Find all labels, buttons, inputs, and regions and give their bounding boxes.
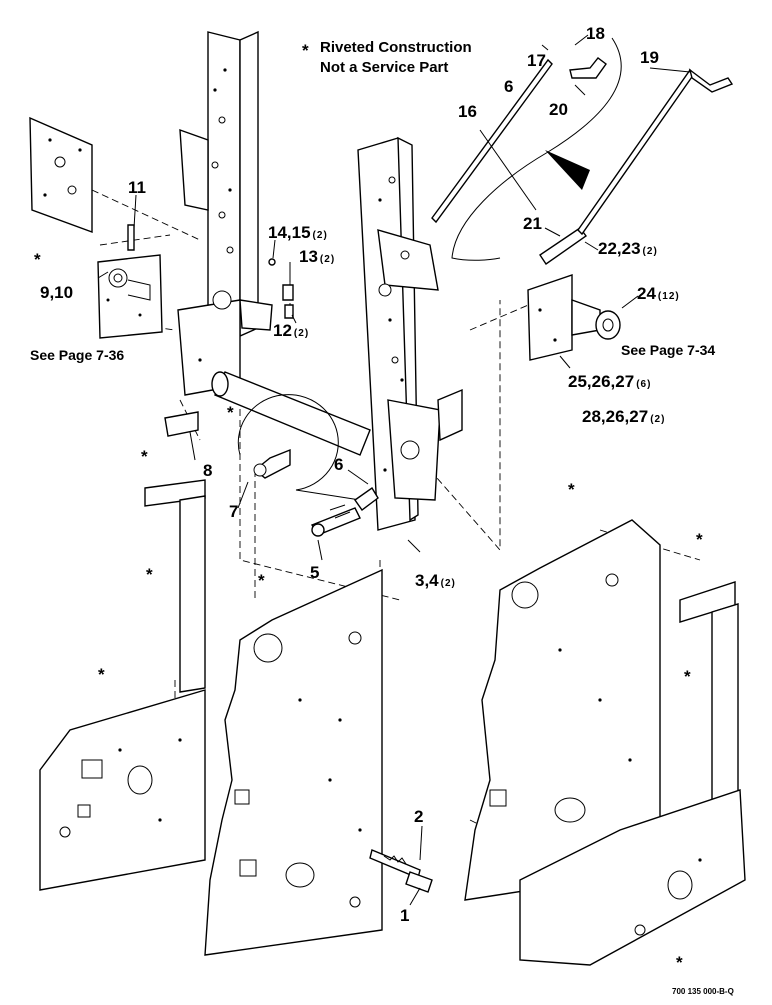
left-side-panels	[39, 479, 206, 891]
callout-labels: 1 2 3,4(2) 5 6 6 7 8 9,10 11 12(2) 13(2)…	[40, 24, 680, 925]
bolt-1-2	[369, 849, 433, 893]
rods	[431, 57, 734, 236]
callout-6-upper: 6	[504, 77, 513, 96]
asterisk-marker: *	[146, 565, 153, 584]
asterisk-marker: *	[98, 665, 105, 684]
drawing-code: 700 135 000-B-Q	[672, 987, 734, 996]
brace-pointer	[545, 150, 590, 190]
part-11-bar	[127, 224, 135, 251]
page-ref-right: See Page 7-34	[621, 342, 715, 358]
note-line-1: Riveted Construction	[320, 39, 472, 56]
leader-lines	[97, 34, 691, 906]
right-side-panel	[464, 519, 746, 966]
left-hub-plate	[97, 254, 163, 339]
rivet-asterisks: * * * * * * * * * *	[34, 250, 703, 972]
asterisk-marker: *	[684, 667, 691, 686]
asterisk-marker: *	[696, 530, 703, 549]
page-ref-left: See Page 7-36	[30, 347, 124, 363]
note-asterisk: *	[302, 41, 309, 60]
center-side-panel	[204, 568, 383, 956]
cross-tube	[211, 371, 371, 456]
left-cover-plate	[29, 116, 93, 234]
callout-8: 8	[203, 461, 212, 480]
callout-2: 2	[414, 807, 423, 826]
callout-25-26-27: 25,26,27(6)	[568, 372, 651, 391]
callout-22-23: 22,23(2)	[598, 239, 658, 258]
callout-12: 12(2)	[273, 321, 309, 340]
callout-5: 5	[310, 563, 319, 582]
callout-6-lower: 6	[334, 455, 343, 474]
callout-19: 19	[640, 48, 659, 67]
callout-18: 18	[586, 24, 605, 43]
callout-11: 11	[128, 178, 146, 197]
asterisk-marker: *	[34, 250, 41, 269]
callout-17: 17	[527, 51, 546, 70]
asterisk-marker: *	[258, 571, 265, 590]
detail-circle-7	[237, 394, 361, 501]
callout-13: 13(2)	[299, 247, 335, 266]
callout-14-15: 14,15(2)	[268, 223, 328, 242]
callout-24: 24(12)	[637, 284, 680, 303]
spring-arm	[310, 486, 379, 537]
asterisk-marker: *	[568, 480, 575, 499]
asterisk-marker: *	[676, 953, 683, 972]
callout-20: 20	[549, 100, 568, 119]
riveted-note: * Riveted Construction Not a Service Par…	[302, 39, 472, 76]
callout-1: 1	[400, 906, 409, 925]
part-21-bracket	[539, 227, 587, 265]
asterisk-marker: *	[141, 447, 148, 466]
callout-3-4: 3,4(2)	[415, 571, 456, 590]
right-hub-assembly	[527, 274, 621, 361]
note-line-2: Not a Service Part	[320, 59, 448, 76]
callout-16: 16	[458, 102, 477, 121]
parts-12-15	[268, 258, 294, 319]
callout-7: 7	[229, 502, 238, 521]
asterisk-marker: *	[227, 403, 234, 422]
callout-21: 21	[523, 214, 542, 233]
right-upright-frame	[357, 136, 463, 531]
callout-9-10: 9,10	[40, 283, 73, 302]
part-8-plate	[164, 411, 199, 437]
left-upright-frame	[177, 30, 273, 396]
callout-28-26-27: 28,26,27(2)	[582, 407, 665, 426]
